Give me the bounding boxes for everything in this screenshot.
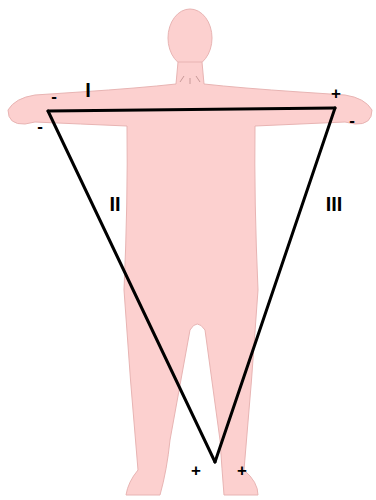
neck-lines bbox=[180, 76, 200, 84]
lead-number: III bbox=[326, 194, 343, 214]
electrode-polarity: + bbox=[331, 85, 341, 102]
electrode-polarity: + bbox=[237, 462, 247, 479]
lead-line bbox=[215, 108, 335, 462]
body-silhouette bbox=[8, 62, 372, 495]
lead-number: II bbox=[109, 194, 120, 214]
electrode-polarity: - bbox=[349, 112, 355, 129]
electrode-polarity: + bbox=[191, 462, 201, 479]
head-shape bbox=[168, 9, 212, 67]
electrode-polarity: - bbox=[37, 118, 43, 135]
neck-marks bbox=[180, 76, 200, 84]
lead-line bbox=[48, 111, 215, 462]
electrode-polarity: - bbox=[51, 88, 57, 105]
lead-line bbox=[48, 108, 335, 111]
lead-number: I bbox=[85, 80, 91, 100]
einthoven-triangle bbox=[48, 108, 335, 462]
